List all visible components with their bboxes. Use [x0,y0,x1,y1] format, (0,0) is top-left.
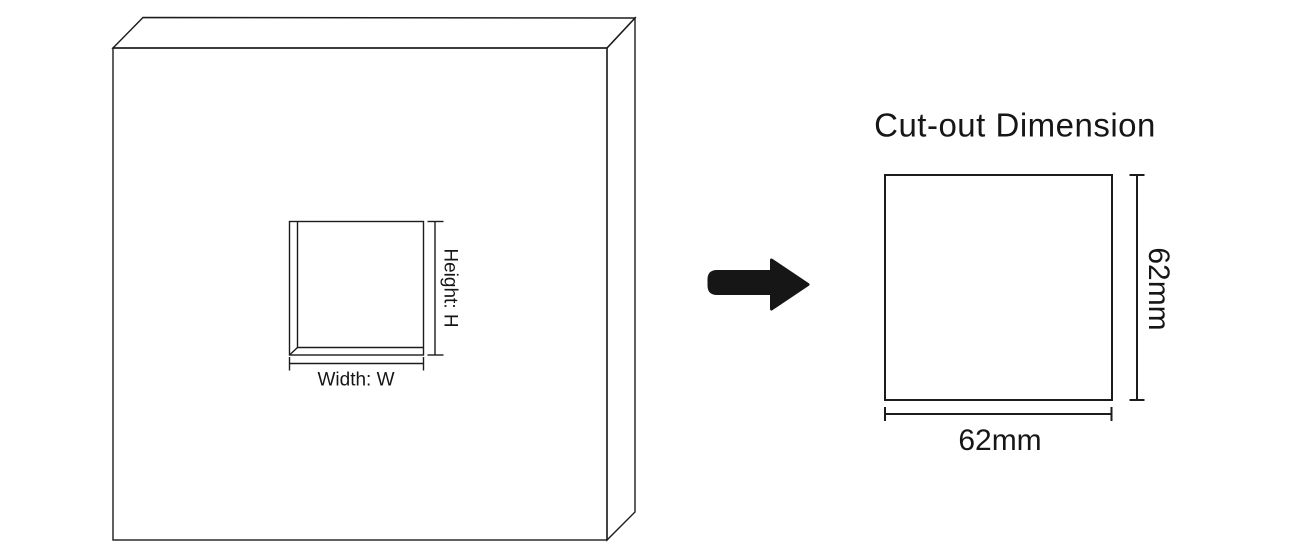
wall-panel-top-face [111,16,637,49]
figure-title: Cut-out Dimension [874,106,1156,144]
width-dimension-label: Width: W [317,369,395,391]
wall-panel [111,16,637,542]
cutout-height-dimension-line [1129,174,1145,401]
cutout-width-dimension-line [884,407,1113,421]
cutout-square [884,174,1113,401]
height-dimension-line [427,220,444,356]
cutout-height-value: 62mm [1142,247,1175,331]
height-dimension-label: Height: H [439,248,461,328]
cutout-hole-bevel-corner [289,346,298,356]
cutout-hole [288,220,425,356]
cutout-hole-outline [288,220,425,356]
arrow-icon [707,258,810,311]
cutout-width-value: 62mm [958,424,1042,457]
width-dimension-line [288,357,425,371]
wall-panel-side-face [606,16,636,542]
wall-panel-front-face [112,47,608,541]
cutout-hole-inner-bevel [296,221,424,349]
